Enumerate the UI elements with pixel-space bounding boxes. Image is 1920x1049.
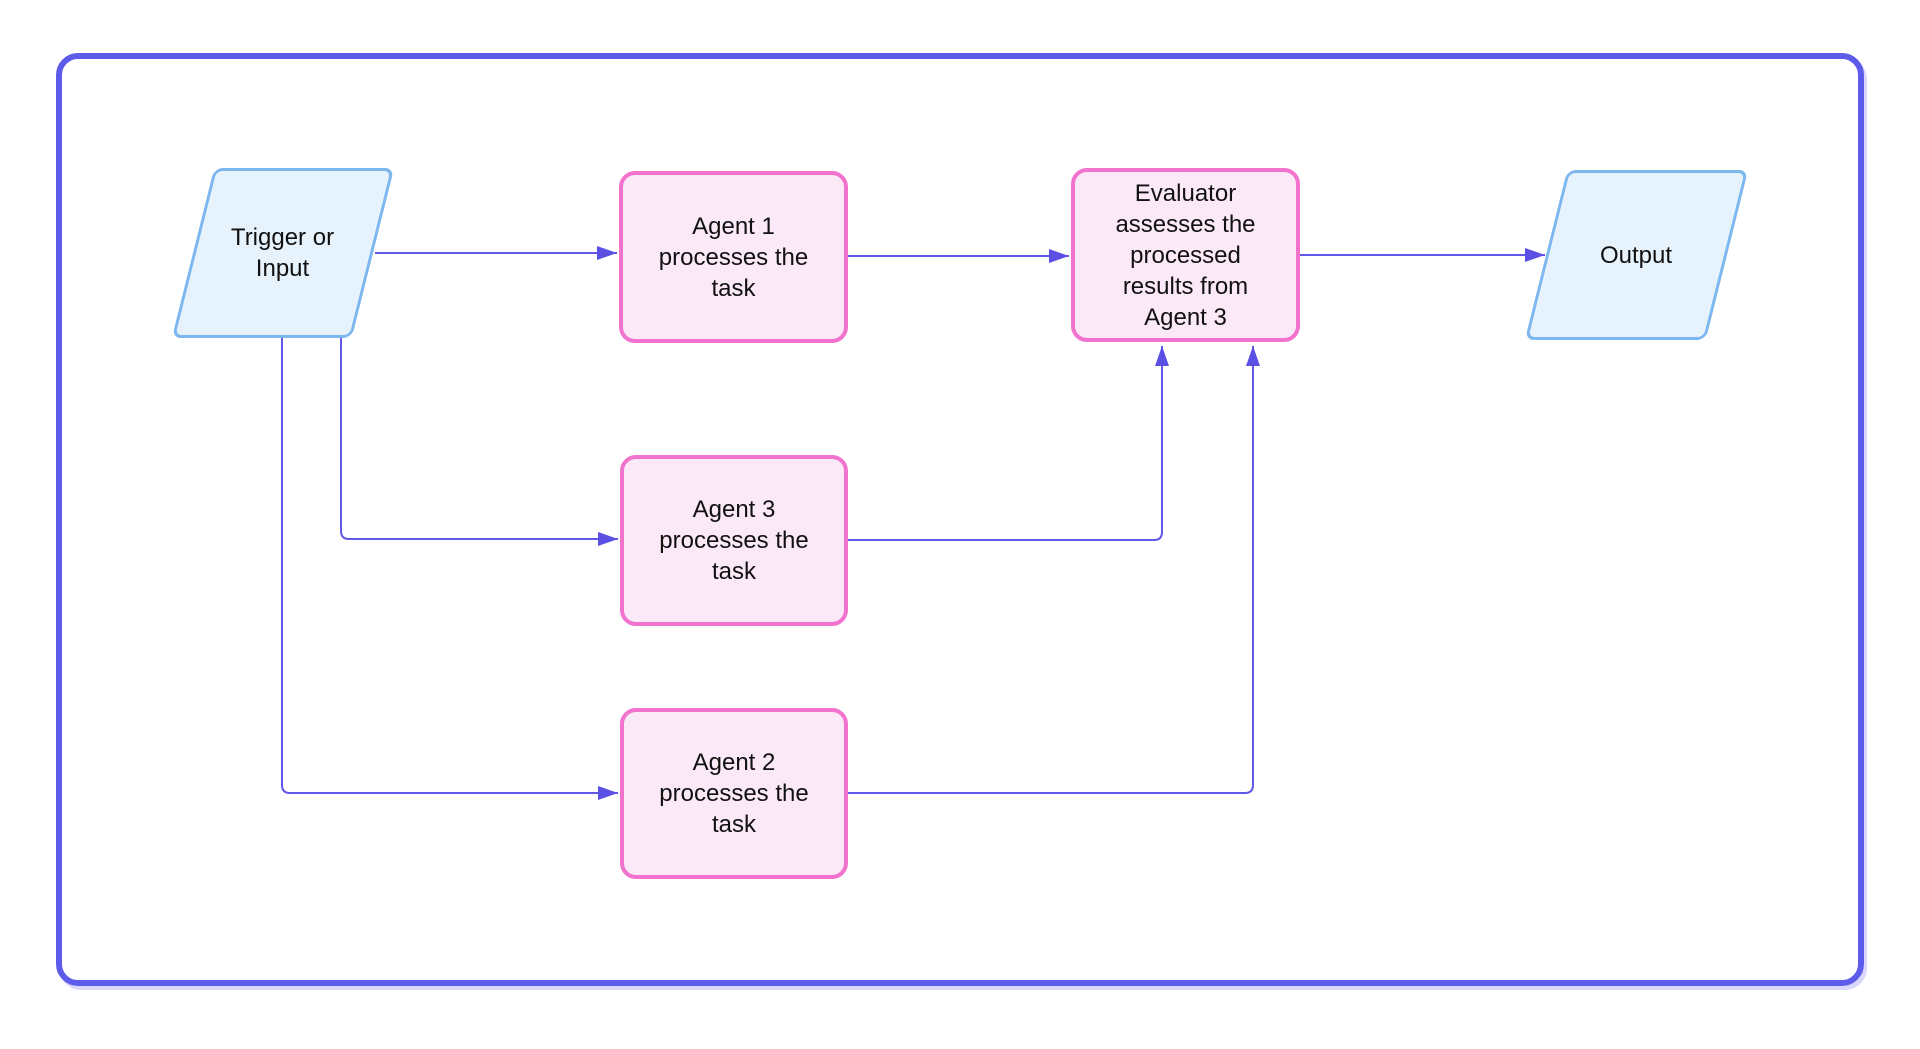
edge-trigger-agent3 <box>340 338 618 546</box>
outer-frame <box>56 53 1864 986</box>
evaluator-node <box>1071 168 1300 342</box>
trigger-input-label: Trigger or Input <box>230 224 335 282</box>
agent-2-node <box>620 708 848 879</box>
edge-trigger-agent2 <box>281 338 618 800</box>
evaluator-label: Evaluator assesses the processed results… <box>1115 179 1256 331</box>
agent-1-label: Agent 1 processes the task <box>658 212 809 302</box>
agent-1-node <box>619 171 848 343</box>
agent-2-label: Agent 2 processes the task <box>659 749 809 838</box>
agent-3-node <box>620 455 848 626</box>
output-label: Output <box>1599 241 1673 269</box>
agent-3-label: Agent 3 processes the task <box>659 496 809 585</box>
edge-agent3-evaluator <box>848 346 1169 541</box>
edge-agent2-evaluator <box>848 346 1260 794</box>
